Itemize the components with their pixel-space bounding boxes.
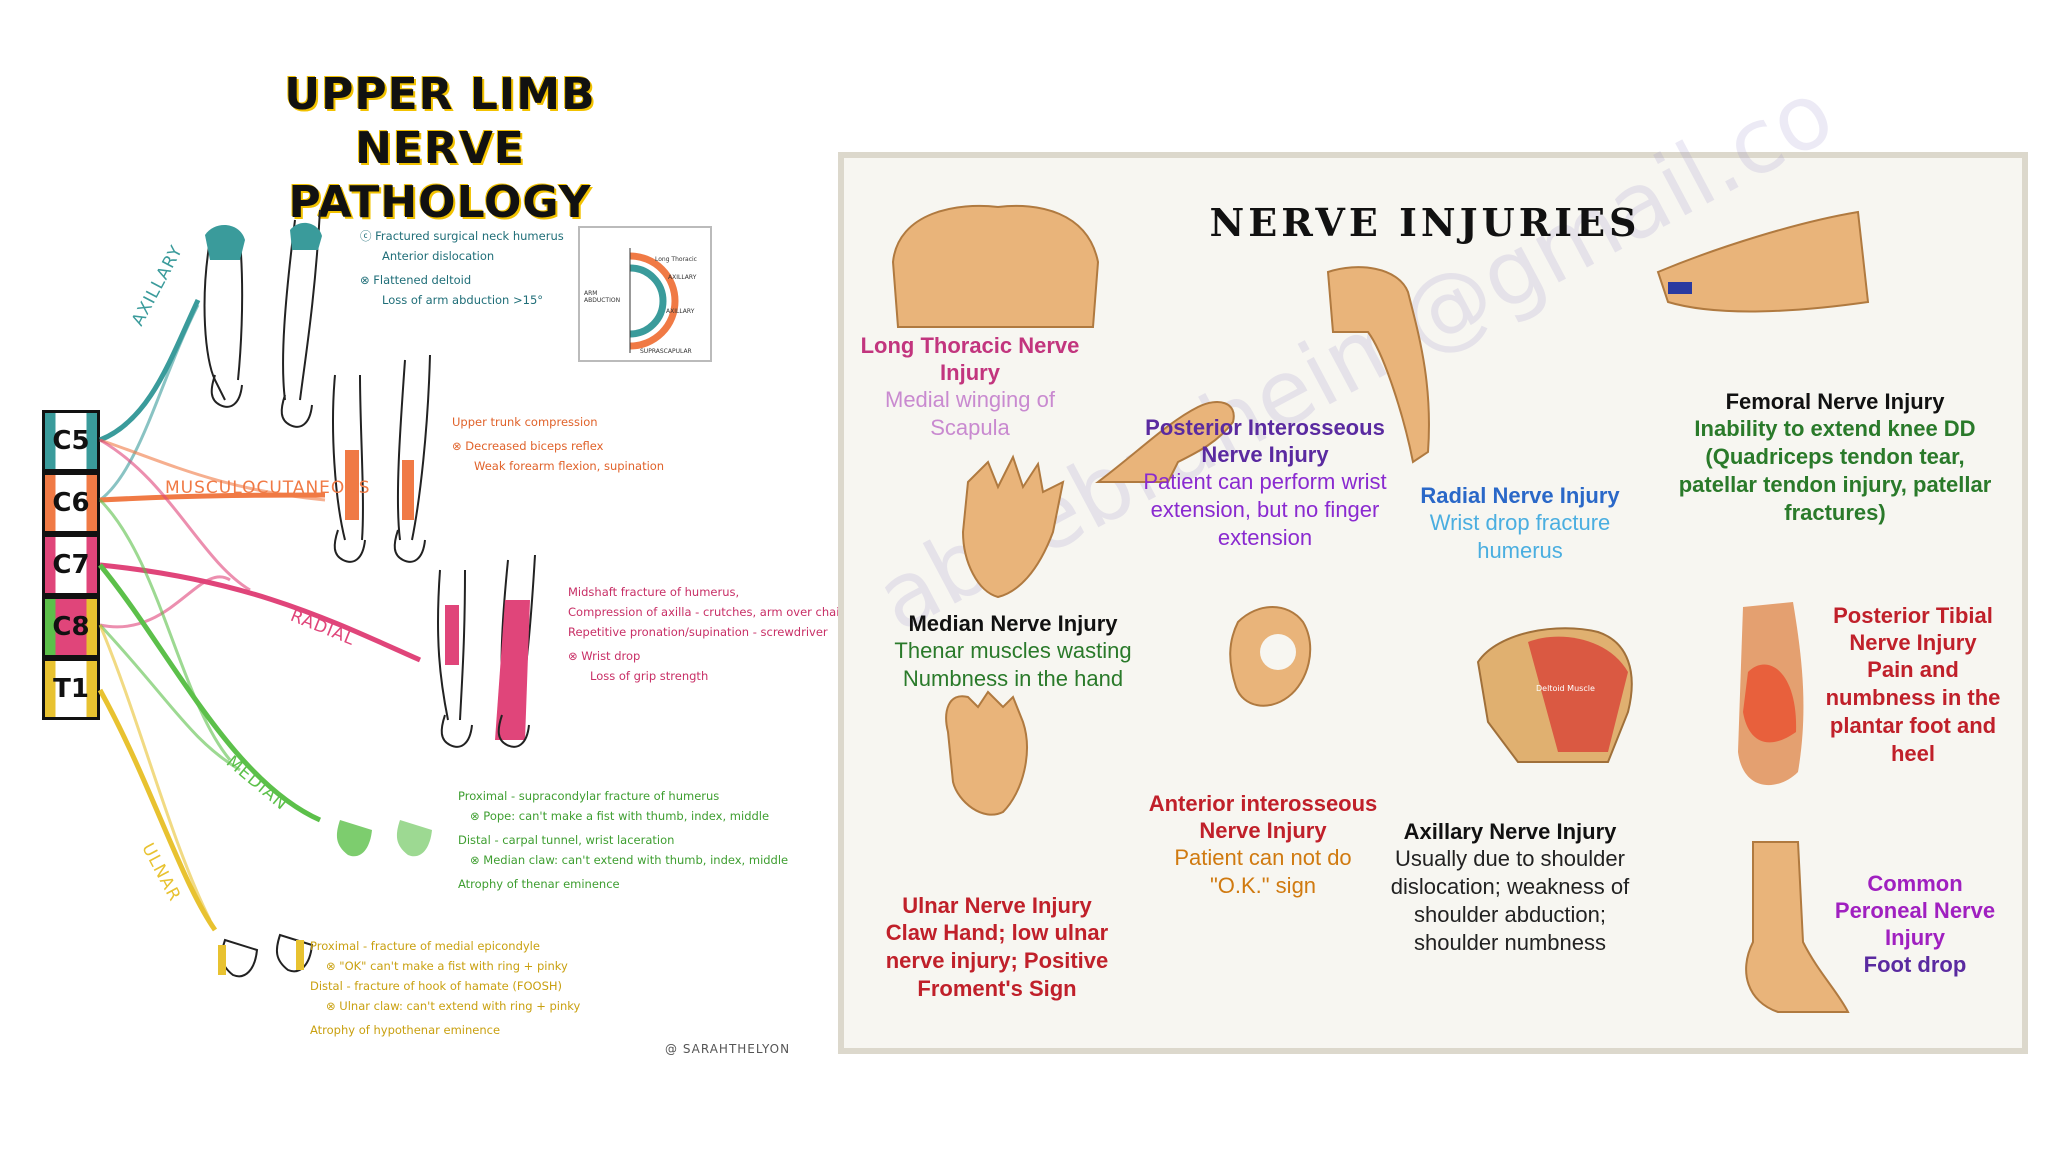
card-heading: Ulnar Nerve Injury [902, 893, 1092, 918]
ulnar-notes: Proximal - fracture of medial epicondyle… [310, 936, 580, 1040]
card-ulnar: Ulnar Nerve Injury Claw Hand; low ulnar … [862, 892, 1132, 1003]
injury-illustrations [891, 204, 1870, 1013]
median-note: Atrophy of thenar eminence [458, 877, 620, 891]
ulnar-note: Proximal - fracture of medial epicondyle [310, 939, 540, 953]
radial-note: Compression of axilla - crutches, arm ov… [568, 605, 845, 619]
card-heading: Femoral Nerve Injury [1725, 389, 1945, 414]
card-description: Claw Hand; low ulnar nerve injury; Posit… [885, 920, 1109, 1001]
inset-label-axillary-top: AXILLARY [668, 274, 697, 281]
card-description: Usually due to shoulder dislocation; wea… [1390, 846, 1630, 955]
axillary-image-label: Deltoid Muscle [1536, 684, 1595, 693]
ulnar-note: Atrophy of hypothenar eminence [310, 1023, 501, 1037]
card-heading: Posterior Tibial Nerve Injury [1833, 603, 1993, 655]
root-c5: C5 [42, 410, 100, 472]
arm-abduction-inset: Long Thoracic AXILLARY AXILLARY SUPRASCA… [578, 226, 712, 362]
musculocutaneous-note: Weak forearm flexion, supination [474, 459, 665, 473]
card-description: Thenar muscles wasting Numbness in the h… [894, 638, 1132, 691]
radial-notes: Midshaft fracture of humerus, Compressio… [568, 582, 844, 686]
nerve-injuries-title: NERVE INJURIES [1209, 200, 1641, 245]
card-long-thoracic: Long Thoracic Nerve Injury Medial wingin… [860, 332, 1080, 442]
axillary-note: Anterior dislocation [382, 249, 495, 263]
card-heading: Common Peroneal Nerve Injury [1834, 871, 1996, 950]
median-note: Proximal - supracondylar fracture of hum… [458, 789, 720, 803]
root-c6: C6 [42, 472, 100, 534]
musculocutaneous-note: ⊗ Decreased biceps reflex [452, 439, 604, 453]
axillary-notes: ⓒ Fractured surgical neck humerus Anteri… [360, 226, 564, 310]
title-line-2: NERVE PATHOLOGY [288, 123, 592, 228]
card-median: Median Nerve Injury Thenar muscles wasti… [858, 610, 1168, 693]
inset-label-arm-abduction: ARM ABDUCTION [584, 290, 621, 304]
credit: @ SARAHTHELYON [665, 1042, 791, 1056]
card-description: Patient can perform wrist extension, but… [1143, 469, 1387, 550]
axillary-note: ⓒ Fractured surgical neck humerus [360, 229, 564, 243]
card-heading: Long Thoracic Nerve Injury [860, 333, 1080, 385]
card-heading: Anterior interosseous Nerve Injury [1148, 791, 1378, 843]
ulnar-note: Distal - fracture of hook of hamate (FOO… [310, 979, 563, 993]
label-musculocutaneous: MUSCULOCUTANEOUS [165, 478, 371, 498]
card-anterior-interosseous: Anterior interosseous Nerve Injury Patie… [1148, 790, 1378, 900]
nerve-branches [97, 209, 536, 978]
card-femoral: Femoral Nerve Injury Inability to extend… [1670, 388, 2000, 527]
card-axillary: Axillary Nerve Injury Usually due to sho… [1380, 818, 1640, 957]
title-line-1: UPPER LIMB [284, 69, 596, 120]
root-t1: T1 [42, 658, 100, 720]
card-description: Wrist drop fracture humerus [1429, 510, 1611, 563]
card-description: Pain and numbness in the plantar foot an… [1825, 657, 2001, 766]
median-note: Distal - carpal tunnel, wrist laceration [458, 833, 675, 847]
card-heading: Radial Nerve Injury [1420, 483, 1620, 508]
axillary-note: ⊗ Flattened deltoid [360, 273, 472, 287]
root-c8: C8 [42, 596, 100, 658]
radial-note: Repetitive pronation/supination - screwd… [568, 625, 828, 639]
ulnar-note: ⊗ "OK" can't make a fist with ring + pin… [326, 959, 568, 973]
ulnar-note: ⊗ Ulnar claw: can't extend with ring + p… [326, 999, 581, 1013]
card-posterior-tibial: Posterior Tibial Nerve Injury Pain and n… [1818, 602, 2008, 768]
card-description: Inability to extend knee DD (Quadriceps … [1678, 416, 1992, 525]
axillary-note: Loss of arm abduction >15° [382, 293, 544, 307]
card-description: Patient can not do "O.K." sign [1174, 845, 1352, 898]
abduction-arc [629, 248, 679, 353]
root-c7: C7 [42, 534, 100, 596]
musculocutaneous-note: Upper trunk compression [452, 415, 598, 429]
card-description: Medial winging of Scapula [885, 387, 1055, 440]
card-heading: Median Nerve Injury [908, 611, 1118, 636]
radial-note: Midshaft fracture of humerus, [568, 585, 740, 599]
inset-label-suprascapular: SUPRASCAPULAR [640, 348, 692, 355]
card-heading: Posterior Interosseous Nerve Injury [1145, 415, 1385, 467]
median-note: ⊗ Median claw: can't extend with thumb, … [470, 853, 789, 867]
radial-note: Loss of grip strength [590, 669, 709, 683]
card-posterior-interosseous: Posterior Interosseous Nerve Injury Pati… [1120, 414, 1410, 552]
card-common-peroneal: Common Peroneal Nerve Injury Foot drop [1830, 870, 2000, 979]
median-note: ⊗ Pope: can't make a fist with thumb, in… [470, 809, 770, 823]
musculocutaneous-notes: Upper trunk compression ⊗ Decreased bice… [452, 412, 664, 476]
radial-note: ⊗ Wrist drop [568, 649, 641, 663]
upper-limb-title: UPPER LIMB NERVE PATHOLOGY [230, 68, 650, 230]
inset-label-long-thoracic: Long Thoracic [655, 256, 697, 263]
card-heading: Axillary Nerve Injury [1403, 819, 1617, 844]
median-notes: Proximal - supracondylar fracture of hum… [458, 786, 788, 894]
card-radial: Radial Nerve Injury Wrist drop fracture … [1420, 482, 1620, 565]
inset-label-axillary: AXILLARY [666, 308, 695, 315]
card-description: Foot drop [1863, 952, 1967, 977]
